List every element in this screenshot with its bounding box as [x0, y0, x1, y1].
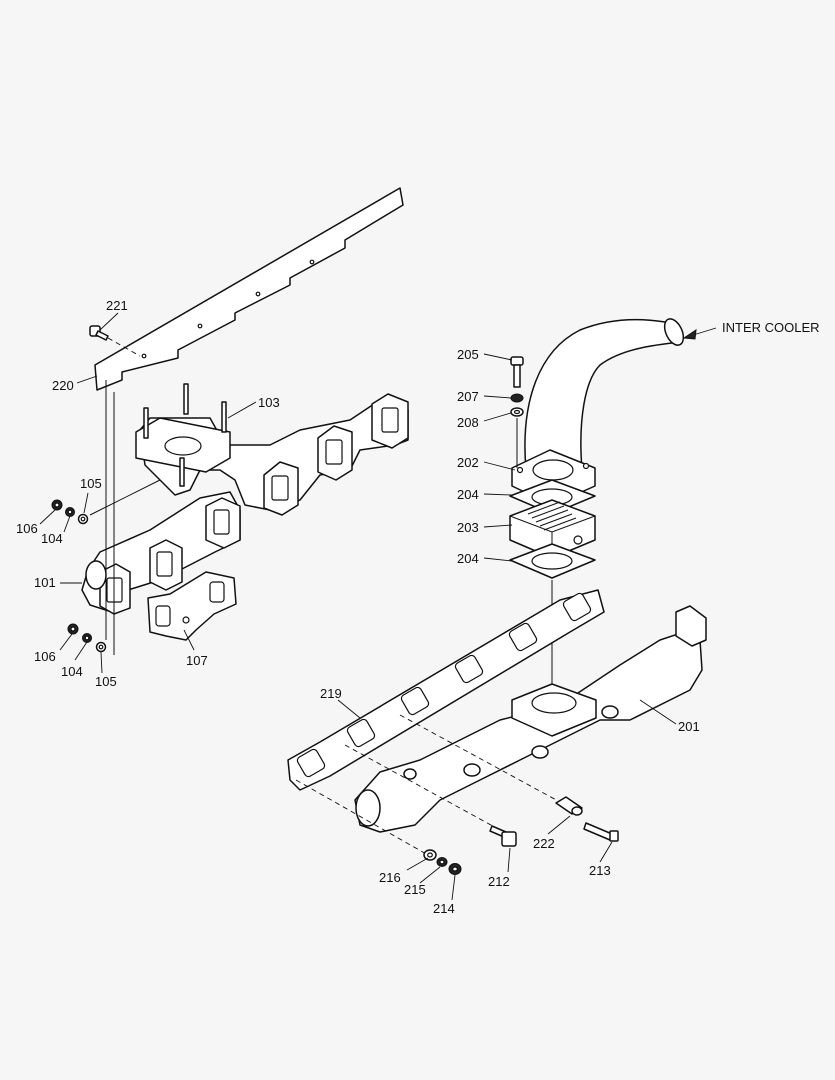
exhaust-manifold-101 [81, 491, 241, 615]
label-203: 203 [457, 520, 479, 535]
label-107: 107 [186, 653, 208, 668]
washer-207 [510, 393, 524, 403]
label-104-upper: 104 [41, 531, 63, 546]
label-202: 202 [457, 455, 479, 470]
block-203 [509, 499, 596, 559]
washer-104-upper [65, 507, 75, 517]
sleeve-222 [555, 796, 583, 816]
label-216: 216 [379, 870, 401, 885]
intercooler-pipe-202 [511, 318, 685, 506]
label-205: 205 [457, 347, 479, 362]
intake-manifold-201 [354, 605, 707, 833]
label-213: 213 [589, 863, 611, 878]
bolt-205 [510, 356, 524, 388]
part-labels: 221 220 103 105 106 104 101 106 104 105 … [16, 298, 820, 916]
label-214: 214 [433, 901, 455, 916]
washer-105-lower [95, 641, 107, 653]
label-103: 103 [258, 395, 280, 410]
label-106-lower: 106 [34, 649, 56, 664]
label-204-lower: 204 [457, 551, 479, 566]
washer-104-lower [82, 633, 92, 643]
label-105-upper: 105 [80, 476, 102, 491]
label-204-upper: 204 [457, 487, 479, 502]
gasket-219 [287, 589, 605, 791]
label-106-upper: 106 [16, 521, 38, 536]
label-101: 101 [34, 575, 56, 590]
washer-105-upper [77, 513, 89, 525]
washer-215 [436, 857, 448, 867]
nut-214 [448, 863, 462, 875]
label-212: 212 [488, 874, 510, 889]
washer-216 [423, 849, 437, 861]
bolt-213 [583, 822, 619, 842]
nut-106-upper [51, 499, 63, 511]
leader-lines [39, 312, 717, 901]
label-201: 201 [678, 719, 700, 734]
bolt-212 [489, 825, 517, 847]
exhaust-manifold-103 [135, 383, 409, 516]
label-208: 208 [457, 415, 479, 430]
label-219: 219 [320, 686, 342, 701]
label-220: 220 [52, 378, 74, 393]
bolt-221 [89, 325, 141, 357]
heat-shield-220 [94, 187, 404, 391]
label-105-lower: 105 [95, 674, 117, 689]
label-inter-cooler: INTER COOLER [722, 320, 820, 335]
label-215: 215 [404, 882, 426, 897]
nut-106-lower [67, 623, 79, 635]
label-104-lower: 104 [61, 664, 83, 679]
washer-208 [510, 407, 524, 417]
label-221: 221 [106, 298, 128, 313]
gasket-107 [147, 571, 237, 641]
gasket-204-lower [509, 543, 596, 579]
label-222: 222 [533, 836, 555, 851]
label-207: 207 [457, 389, 479, 404]
